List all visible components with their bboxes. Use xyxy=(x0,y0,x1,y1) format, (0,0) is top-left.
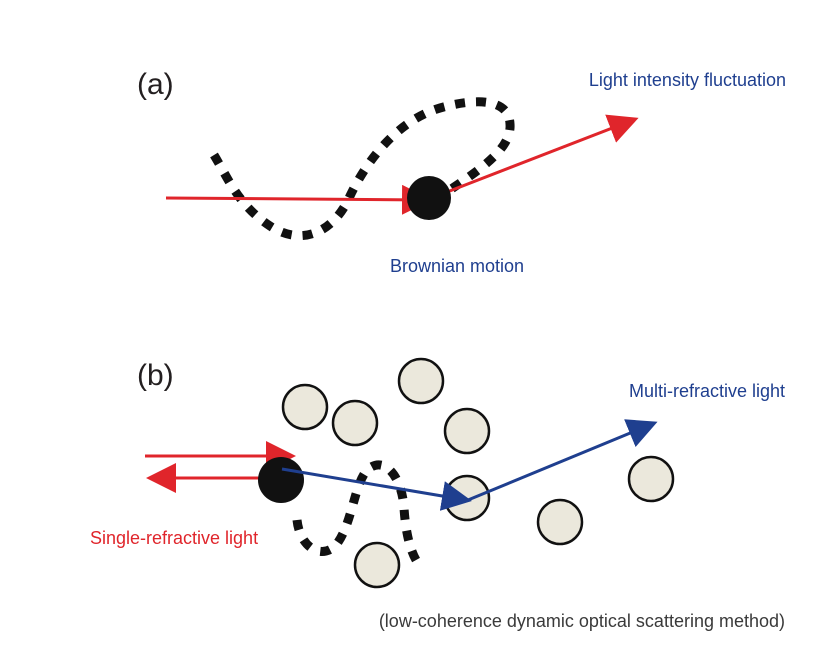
particle-4 xyxy=(443,407,491,455)
particle-1 xyxy=(397,357,445,405)
panel-b: (b) Multi-refractive light Single-refrac… xyxy=(90,357,785,631)
brownian-motion-label: Brownian motion xyxy=(390,256,524,276)
particle-7 xyxy=(536,498,584,546)
method-label: (low-coherence dynamic optical scatterin… xyxy=(379,611,785,631)
light-intensity-label: Light intensity fluctuation xyxy=(589,70,786,90)
panel-a-label: (a) xyxy=(137,68,174,101)
particle-2 xyxy=(281,383,329,431)
particle-3 xyxy=(331,399,379,447)
brownian-trajectory-b xyxy=(292,460,424,569)
incident-light-arrow-a xyxy=(165,184,432,215)
single-refractive-label: Single-refractive light xyxy=(90,528,258,548)
scattered-light-arrow-a xyxy=(428,114,639,201)
multi-refractive-arrow-1 xyxy=(281,467,472,511)
particle-8 xyxy=(353,541,401,589)
particle-black-b xyxy=(258,457,304,503)
brownian-trajectory-a xyxy=(210,97,515,241)
panel-b-label: (b) xyxy=(137,359,174,392)
multi-refractive-label: Multi-refractive light xyxy=(629,381,785,401)
particle-6 xyxy=(627,455,675,503)
multi-refractive-arrow-2 xyxy=(467,419,658,502)
panel-a: (a) Light intensity fluctuation Brownian… xyxy=(137,68,786,276)
particle-black-a xyxy=(407,176,451,220)
